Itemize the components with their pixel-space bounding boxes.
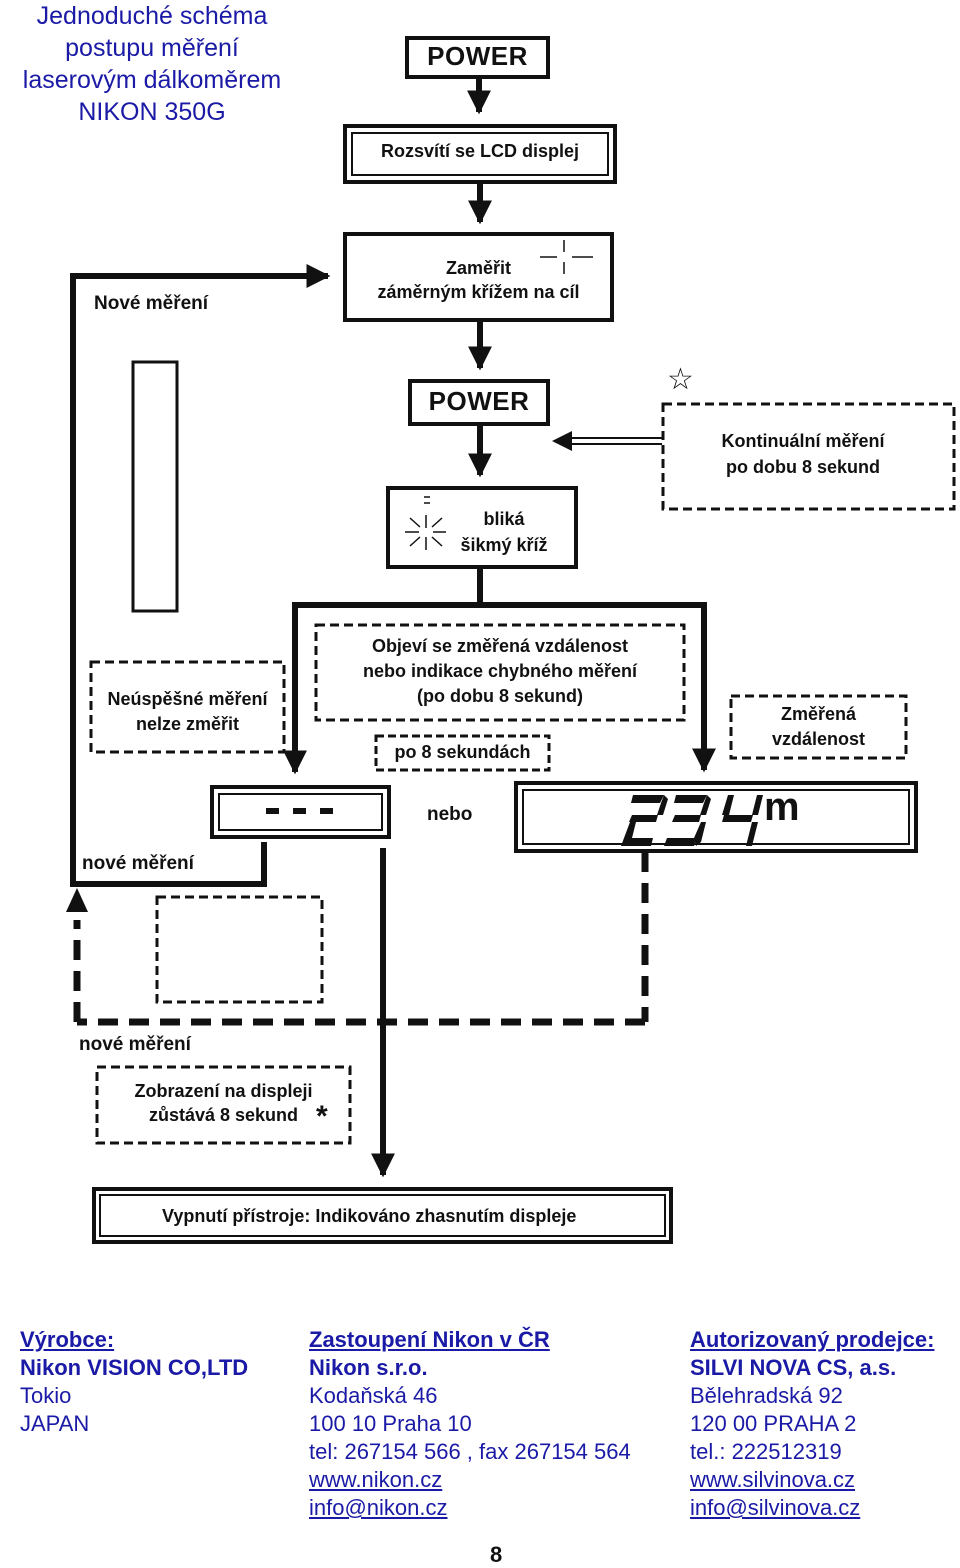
blink-label: bliká šikmý kříž [444, 506, 564, 558]
empty-dashed-box [155, 895, 324, 1004]
aim-line: záměrným křížem na cíl [377, 282, 580, 302]
continuous-box [661, 402, 956, 511]
footer-line: Tokio [20, 1383, 72, 1408]
fail-line: nelze změřit [135, 714, 240, 734]
off-label: Vypnutí přístroje: Indikováno zhasnutím … [162, 1206, 577, 1226]
star-icon: ☆ [667, 363, 694, 396]
after8-label: po 8 sekundách [394, 742, 531, 762]
title-line: postupu měření [65, 34, 239, 62]
result-label: Objeví se změřená vzdálenost nebo indika… [316, 634, 684, 709]
blink-box [386, 486, 578, 569]
footer-company: Nikon VISION CO,LTD [20, 1355, 249, 1380]
measured-label: Změřená vzdálenost [731, 702, 906, 752]
new-measure-bottom: nové měření [79, 1034, 191, 1055]
footer-line: 120 00 PRAHA 2 [690, 1411, 857, 1436]
power-button-box [405, 36, 550, 79]
continuous-label: Kontinuální měření po dobu 8 sekund [668, 428, 938, 480]
result-box [314, 623, 686, 722]
footer-company: SILVI NOVA CS, a.s. [690, 1355, 897, 1380]
asterisk-icon: * [316, 1100, 328, 1133]
title-line: NIKON 350G [78, 98, 226, 126]
continuous-line: Kontinuální měření [721, 431, 885, 451]
result-line: Objeví se změřená vzdálenost [371, 636, 629, 656]
new-measure-mid: nové měření [82, 853, 194, 874]
lcd-label: Rozsvítí se LCD displej [380, 141, 580, 161]
measured-line: vzdálenost [771, 729, 866, 749]
empty-panel [131, 360, 179, 613]
footer-representative: Zastoupení Nikon v ČR Nikon s.r.o. Kodaň… [309, 1326, 631, 1522]
measured-line: Změřená [780, 704, 857, 724]
seven-segment-digits [621, 795, 763, 846]
new-measure-top: Nové měření [94, 293, 209, 314]
page-number: 8 [490, 1542, 503, 1567]
footer-line: Kodaňská 46 [309, 1383, 438, 1408]
off-box [92, 1187, 673, 1244]
footer-web-link[interactable]: www.nikon.cz [309, 1467, 443, 1492]
aim-box [343, 232, 614, 322]
blink-line: šikmý kříž [460, 535, 548, 555]
or-label: nebo [427, 804, 473, 825]
title-line: laserovým dálkoměrem [22, 66, 282, 94]
footer-line: Bělehradská 92 [690, 1383, 843, 1408]
footer-line: tel.: 222512319 [690, 1439, 842, 1464]
blink-line: bliká [483, 509, 525, 529]
diagram-title: Jednoduché schéma postupu měření laserov… [2, 0, 302, 128]
footer-email-link[interactable]: info@silvinova.cz [690, 1495, 861, 1520]
fail-label: Neúspěšné měření nelze změřit [91, 687, 284, 737]
lcd-box [343, 124, 617, 184]
footer-line: JAPAN [20, 1411, 90, 1436]
stay-label: Zobrazení na displeji zůstává 8 sekund [97, 1079, 350, 1127]
stay-line: zůstává 8 sekund [148, 1105, 299, 1125]
aim-label: Zaměřit záměrným křížem na cíl [345, 256, 612, 304]
footer-dealer: Autorizovaný prodejce: SILVI NOVA CS, a.… [690, 1326, 934, 1522]
after8-box [374, 734, 551, 772]
fail-box [89, 660, 286, 754]
error-dashes [266, 808, 333, 814]
power-button-box-2 [408, 379, 550, 426]
power-label: POWER [427, 41, 528, 71]
measured-box [729, 694, 908, 760]
blinking-cross-icon [405, 496, 446, 550]
footer-line: tel: 267154 566 , fax 267154 564 [309, 1439, 631, 1464]
crosshair-icon [540, 240, 593, 274]
flow-diagram [66, 36, 956, 1244]
result-line: (po dobu 8 sekund) [417, 686, 583, 706]
footer-manufacturer: Výrobce: Nikon VISION CO,LTD Tokio JAPAN [20, 1326, 248, 1438]
aim-line: Zaměřit [445, 258, 512, 278]
power-label-2: POWER [428, 386, 530, 416]
stay-line: Zobrazení na displeji [134, 1081, 313, 1101]
footer-web-link[interactable]: www.silvinova.cz [690, 1467, 856, 1492]
footer-heading: Výrobce: [20, 1327, 115, 1352]
stay-box [95, 1065, 352, 1145]
title-line: Jednoduché schéma [36, 2, 268, 30]
display-unit: m [764, 785, 800, 829]
footer-heading: Zastoupení Nikon v ČR [309, 1327, 550, 1352]
footer-heading: Autorizovaný prodejce: [690, 1327, 935, 1352]
footer-email-link[interactable]: info@nikon.cz [309, 1495, 448, 1520]
footer-company: Nikon s.r.o. [309, 1355, 428, 1380]
footer-line: 100 10 Praha 10 [309, 1411, 472, 1436]
value-display [514, 781, 918, 853]
fail-line: Neúspěšné měření [107, 689, 268, 709]
result-line: nebo indikace chybného měření [362, 661, 638, 681]
continuous-line: po dobu 8 sekund [725, 457, 880, 477]
